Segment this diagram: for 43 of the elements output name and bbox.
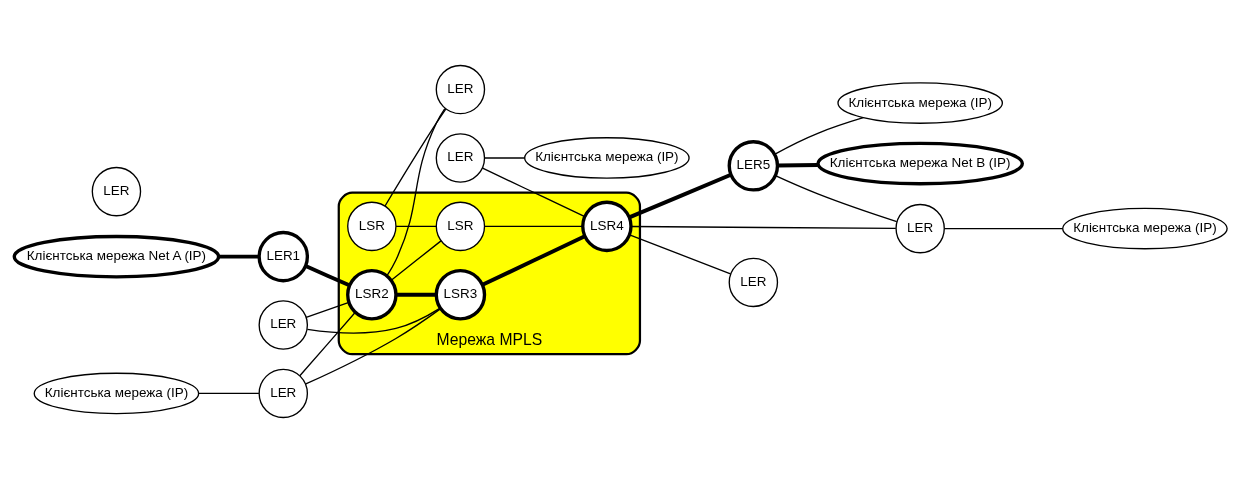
- node-circle: LER: [91, 166, 142, 216]
- connector: [481, 234, 586, 287]
- node-circle: LER: [435, 64, 486, 114]
- connector: [944, 227, 1064, 229]
- connector: [773, 116, 864, 155]
- connector: [384, 107, 447, 207]
- node-circle: LSR3: [434, 268, 487, 321]
- connector: [198, 392, 260, 394]
- connector: [306, 307, 441, 334]
- node-circle: LER: [258, 368, 309, 418]
- node-circle: LER: [728, 257, 779, 307]
- connector: [484, 156, 526, 159]
- node-circle: LER: [435, 132, 486, 183]
- connector: [219, 254, 260, 259]
- node-circle: LER1: [257, 230, 310, 282]
- node-circle: LER: [895, 203, 945, 253]
- connector: [630, 225, 897, 229]
- connector: [304, 263, 351, 287]
- connector: [299, 311, 356, 376]
- node-ellipse: Клієнтська мережа (IP): [33, 372, 200, 414]
- connector: [628, 172, 732, 219]
- connector: [396, 292, 437, 297]
- connector: [305, 301, 350, 318]
- node-circle: LSR: [347, 201, 397, 251]
- node-ellipse: Клієнтська мережа (IP): [837, 81, 1004, 124]
- node-circle: LER5: [727, 139, 780, 192]
- node-circle: LSR4: [581, 200, 633, 252]
- connector: [390, 239, 442, 281]
- node-circle: LSR2: [346, 268, 398, 321]
- connector: [395, 225, 437, 227]
- node-ellipse: Клієнтська мережа (IP): [1062, 207, 1228, 249]
- connector: [777, 162, 818, 167]
- connector: [386, 107, 446, 277]
- node-ellipse: Клієнтська мережа Net B (IP): [816, 141, 1024, 185]
- node-ellipse: Клієнтська мережа Net A (IP): [12, 234, 221, 278]
- node-circle: LER: [258, 299, 309, 350]
- connector: [628, 233, 732, 275]
- connector: [481, 166, 586, 217]
- node-ellipse: Клієнтська мережа (IP): [524, 136, 690, 179]
- node-circle: LSR: [435, 201, 486, 251]
- connector: [774, 174, 898, 222]
- connector: [484, 225, 584, 227]
- connector: [305, 307, 442, 385]
